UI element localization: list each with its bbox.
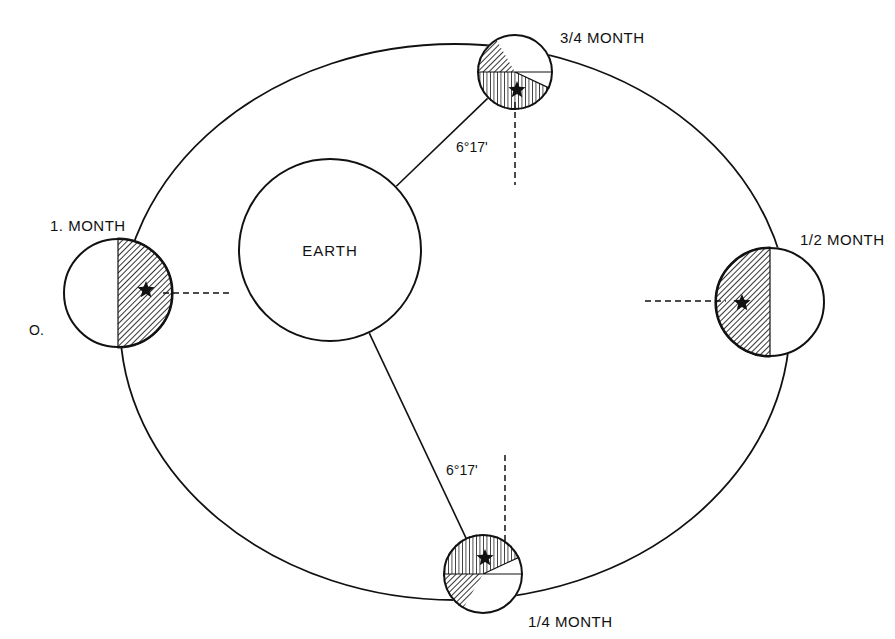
earth-circle: EARTH	[238, 158, 422, 342]
circle-outline	[443, 534, 523, 614]
circle-outline	[477, 34, 553, 110]
circle-outline	[63, 238, 173, 348]
moon-ground	[443, 534, 523, 614]
marker-star	[733, 294, 750, 310]
phase-label: 1. MONTH	[50, 217, 126, 235]
circle-border	[716, 248, 824, 356]
moon-circle: 1/4 MONTH	[443, 534, 523, 614]
marker-star	[137, 281, 154, 297]
circle-border	[239, 159, 421, 341]
moon-ground	[715, 247, 825, 357]
sun-direction	[163, 292, 232, 294]
moon-ground	[477, 34, 553, 110]
circle-outline	[715, 247, 825, 357]
orbit-ellipse	[120, 44, 790, 600]
angle-label: 6°17'	[455, 139, 489, 156]
planet-name: EARTH	[238, 158, 422, 342]
circle-border	[478, 35, 552, 109]
vertical-reference	[504, 455, 506, 542]
moon-ground	[63, 238, 173, 348]
phase-line	[477, 72, 553, 88]
point-label: O.	[28, 322, 45, 339]
marker-star	[508, 81, 525, 97]
sight-line	[369, 333, 466, 538]
circle-border	[444, 535, 522, 613]
moon-circle: 3/4 MONTH	[477, 34, 553, 110]
moon-shadow	[443, 534, 519, 574]
phase-label: 1/2 MONTH	[800, 231, 885, 249]
sun-direction	[645, 300, 726, 302]
moon-circle: 1. MONTH	[63, 238, 173, 348]
moon-circle: 1/2 MONTH	[715, 247, 825, 357]
vertical-reference	[514, 102, 516, 185]
marker-star	[476, 549, 493, 565]
phase-label: 1/4 MONTH	[528, 613, 613, 631]
phase-label: 3/4 MONTH	[560, 29, 645, 47]
angle-label: 6°17'	[445, 462, 479, 479]
moon-shadow	[477, 72, 549, 110]
circle-border	[64, 239, 172, 347]
moon-shadow	[715, 247, 770, 357]
